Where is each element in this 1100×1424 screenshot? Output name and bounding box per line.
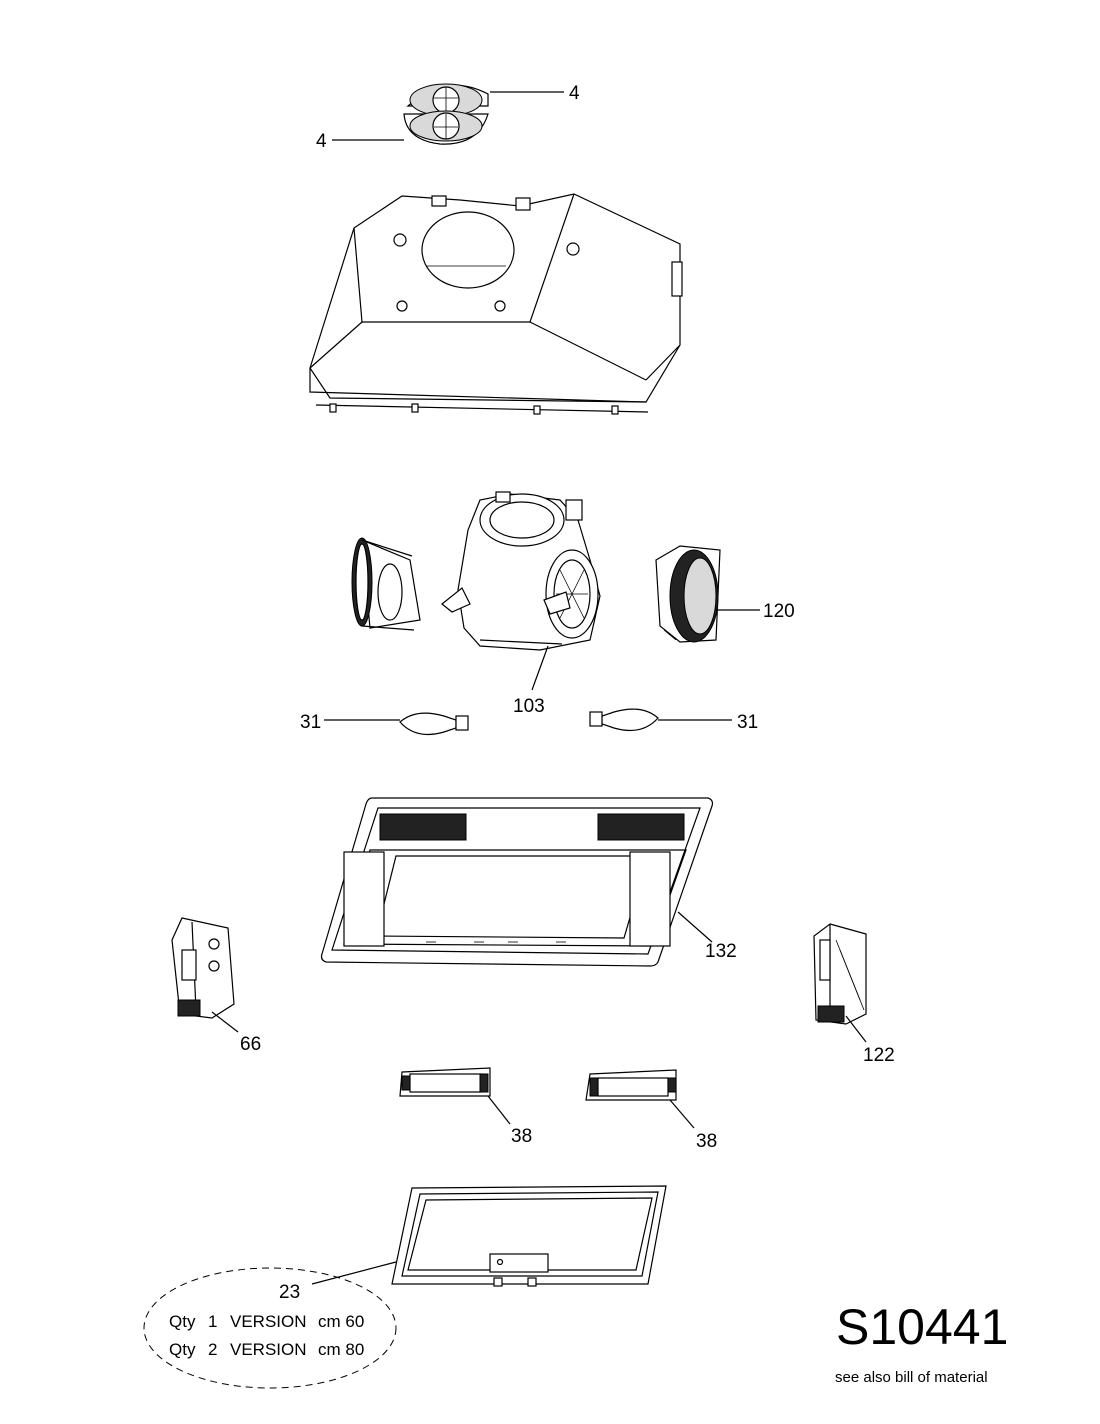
light-bulb-left <box>399 712 469 735</box>
callout-31-right: 31 <box>737 712 758 733</box>
quantity-note-row-1: Qty 1 VERSION cm 60 <box>169 1312 364 1331</box>
callout-103: 103 <box>513 696 545 717</box>
hood-frame-panel <box>320 797 714 967</box>
callout-122: 122 <box>863 1045 895 1066</box>
charcoal-filter-left <box>351 537 421 631</box>
qty-label: Qty <box>169 1340 196 1359</box>
version-size: cm 60 <box>318 1312 364 1331</box>
grease-filter <box>391 1185 667 1287</box>
control-box-right <box>813 923 867 1025</box>
callout-66: 66 <box>240 1034 261 1055</box>
charcoal-filter-right <box>655 545 721 643</box>
hood-body <box>309 193 683 415</box>
qty-label: Qty <box>169 1312 196 1331</box>
callout-4-bottom: 4 <box>316 131 327 152</box>
sheet-note: see also bill of material <box>835 1369 988 1386</box>
version-label: VERSION <box>230 1312 307 1331</box>
leader-lines <box>211 91 867 1285</box>
quantity-note-ellipse <box>143 1267 397 1389</box>
callout-31-left: 31 <box>300 712 321 733</box>
qty-value: 2 <box>208 1340 217 1359</box>
lamp-cover-right <box>585 1069 677 1101</box>
callout-23: 23 <box>279 1282 300 1303</box>
quantity-note-row-2: Qty 2 VERSION cm 80 <box>169 1340 364 1359</box>
sheet-code: S10441 <box>836 1299 1009 1355</box>
light-bulb-right <box>589 708 659 731</box>
callout-38-right: 38 <box>696 1131 717 1152</box>
version-size: cm 80 <box>318 1340 364 1359</box>
motor-blower <box>441 491 601 651</box>
callout-38-left: 38 <box>511 1126 532 1147</box>
callout-120: 120 <box>763 601 795 622</box>
qty-value: 1 <box>208 1312 217 1331</box>
callout-4-top: 4 <box>569 83 580 104</box>
control-box-left <box>171 917 235 1019</box>
lamp-cover-left <box>399 1067 491 1097</box>
version-label: VERSION <box>230 1340 307 1359</box>
control-button-bottom <box>403 110 489 145</box>
callout-132: 132 <box>705 941 737 962</box>
